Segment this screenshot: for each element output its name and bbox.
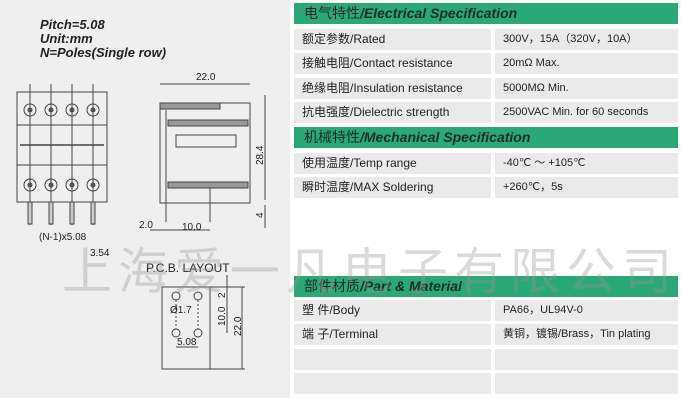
- side-view: [150, 83, 266, 231]
- row-label: [294, 348, 491, 370]
- row-label: 额定参数/Rated: [294, 29, 491, 50]
- pcb-hole: Ø1.7: [170, 305, 192, 316]
- row-value: 300V，15A（320V，10A）: [495, 29, 678, 50]
- row-value: +260℃，5s: [495, 177, 678, 199]
- dim-edge: 3.54: [90, 248, 110, 259]
- spec-table: 电气特性/Electrical Specification 额定参数/Rated…: [292, 0, 681, 403]
- front-view: [16, 84, 108, 225]
- pcb-title: P.C.B. LAYOUT: [146, 261, 230, 275]
- row-label: [294, 372, 491, 394]
- row-label: 抗电强度/Dielectric strength: [294, 101, 491, 123]
- technical-drawing: 22.0 28.4 4 2.0 10.0 (N-1)x5.08 3.54 P.C…: [16, 72, 266, 370]
- dim-offset: 2.0: [139, 220, 153, 231]
- poles-note: N=Poles(Single row): [40, 45, 167, 60]
- unit-note: Unit:mm: [40, 31, 93, 46]
- table-row: [294, 348, 678, 370]
- spec-notes: Pitch=5.08 Unit:mm N=Poles(Single row): [40, 18, 166, 60]
- row-label: 绝缘电阻/Insulation resistance: [294, 77, 491, 99]
- mechanical-header: 机械特性/Mechanical Specification: [294, 127, 678, 148]
- row-label: 瞬时温度/MAX Soldering: [294, 177, 491, 199]
- row-value: [495, 372, 678, 394]
- row-value: 20mΩ Max.: [495, 53, 678, 75]
- pcb-layout: [161, 275, 245, 370]
- electrical-header: 电气特性/Electrical Specification: [294, 3, 678, 24]
- row-value: 黄铜，镀锡/Brass，Tin plating: [495, 324, 678, 346]
- table-row: [294, 372, 678, 394]
- row-label: 端 子/Terminal: [294, 324, 491, 346]
- pcb-row-gap: 10.0: [217, 306, 228, 326]
- row-label: 塑 件/Body: [294, 300, 491, 321]
- row-label: 使用温度/Temp range: [294, 153, 491, 174]
- material-header: 部件材质/Part & Material: [294, 276, 678, 297]
- dim-pitch-formula: (N-1)x5.08: [39, 232, 87, 243]
- dim-pin-length: 4: [255, 212, 266, 218]
- dim-width: 22.0: [196, 72, 216, 83]
- drawing-panel: Pitch=5.08 Unit:mm N=Poles(Single row) 2…: [0, 0, 290, 398]
- row-value: 5000MΩ Min.: [495, 77, 678, 99]
- pcb-total: 22.0: [233, 316, 244, 336]
- pcb-top: 2: [217, 292, 228, 298]
- row-value: 2500VAC Min. for 60 seconds: [495, 101, 678, 123]
- row-label: 接触电阻/Contact resistance: [294, 53, 491, 75]
- pcb-pitch: 5.08: [177, 337, 197, 348]
- table-row: 瞬时温度/MAX Soldering+260℃，5s: [294, 177, 678, 199]
- row-value: -40℃ ～ +105℃: [495, 153, 678, 174]
- row-value: PA66，UL94V-0: [495, 300, 678, 321]
- table-row: 使用温度/Temp range-40℃ ～ +105℃: [294, 153, 678, 174]
- pitch-note: Pitch=5.08: [40, 17, 105, 32]
- dim-pin-gap: 10.0: [182, 222, 202, 233]
- dim-height: 28.4: [255, 145, 266, 165]
- row-value: [495, 348, 678, 370]
